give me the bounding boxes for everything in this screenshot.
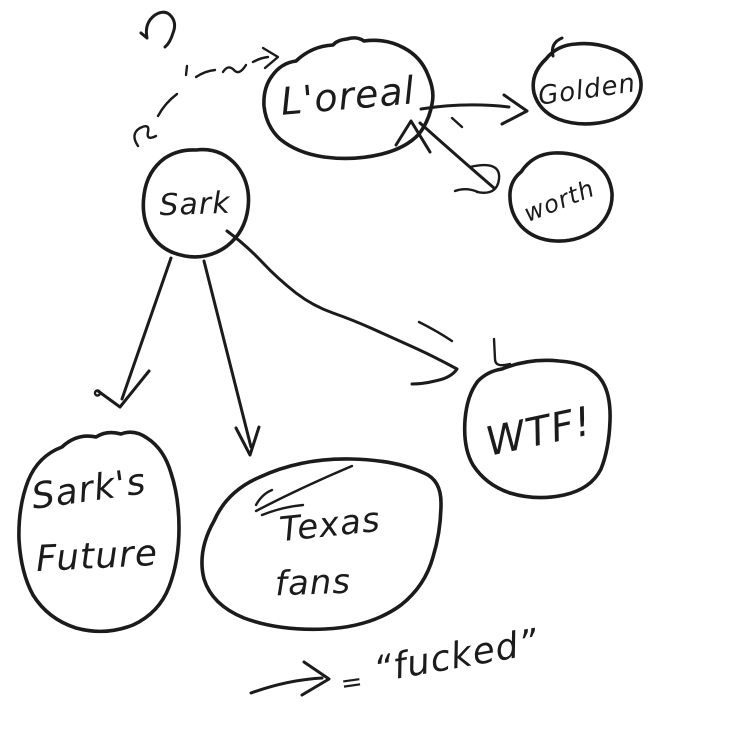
node-loreal: L'oreal — [262, 36, 435, 161]
texas-fans-label-line2: fans — [274, 562, 351, 605]
edge-loreal-to-golden-arrow — [419, 93, 529, 129]
legend-arrow-shaft — [249, 676, 324, 695]
edge-sark-to-loreal-dashed-arrow — [133, 46, 280, 148]
node-wtf: WTF! — [462, 337, 612, 500]
legend: = “fucked” — [249, 622, 542, 700]
node-sarks-future: Sark's Future — [17, 430, 181, 634]
golden-label: Golden — [536, 68, 637, 111]
arrowhead-icon — [394, 119, 432, 154]
arrowhead-icon — [96, 369, 151, 409]
golden-blob-outline — [531, 41, 643, 126]
sark-circle-outline — [141, 147, 251, 259]
edge-sark-to-texas-arrow — [202, 259, 261, 457]
node-texas-fans: Texas fans — [200, 457, 443, 632]
legend-meaning: “fucked” — [371, 622, 542, 691]
edge-worth-to-loreal-arrow — [394, 119, 501, 194]
sarks-future-label-line2: Future — [35, 533, 159, 580]
arrowhead-icon — [261, 46, 280, 70]
edge-sark-to-wtf-wavy-arrow — [225, 229, 459, 386]
sark-label: Sark — [159, 186, 232, 223]
loreal-label: L'oreal — [279, 68, 417, 124]
sarks-future-label-line1: Sark's — [29, 461, 149, 518]
wtf-blob-outline — [462, 358, 612, 500]
texas-fans-blob-outline — [200, 457, 443, 632]
node-golden: Golden — [531, 36, 643, 126]
loreal-blob-outline — [262, 36, 435, 161]
wtf-label: WTF! — [482, 398, 596, 465]
question-squiggle — [139, 10, 177, 49]
arrowhead-icon — [500, 93, 529, 126]
worth-label: worth — [520, 174, 599, 228]
edge-sark-to-future-arrow — [93, 256, 173, 409]
arrowhead-icon — [300, 660, 331, 697]
arrowhead-icon — [234, 425, 261, 457]
sarks-future-blob-outline — [17, 430, 181, 634]
worth-blob-outline — [508, 151, 614, 243]
legend-equals: = — [339, 667, 366, 700]
node-sark: Sark — [141, 147, 251, 259]
node-worth: worth — [508, 151, 614, 243]
